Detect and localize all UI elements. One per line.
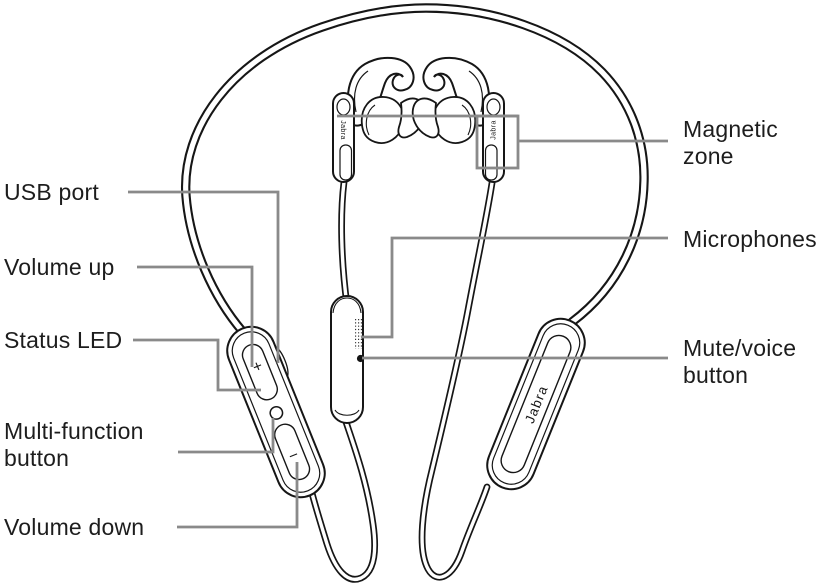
leader-volume-up [137,265,254,367]
label-status-led: Status LED [4,327,123,353]
right-pod: Jabra [486,317,586,491]
label-magnetic-zone: Magnetic zone [683,116,778,169]
right-earbud-brand: Jabra [491,120,498,140]
leader-status-led [133,338,261,392]
label-volume-up: Volume up [4,254,115,280]
volume-down-button [273,423,311,481]
leader-multi-function [178,418,275,454]
earbud-cables [306,178,496,583]
label-multi-function: Multi-function button [4,418,144,471]
left-control-pod: + − [226,325,326,499]
label-microphones: Microphones [683,226,817,252]
mute-pod [330,295,365,424]
left-earbud-brand: Jabra [339,120,346,140]
neckband [181,3,649,337]
label-volume-down: Volume down [4,514,145,540]
multi-function-button [269,405,284,420]
leader-volume-down [177,462,299,529]
right-eargel [432,96,477,144]
leader-microphones [361,236,668,339]
label-usb-port: USB port [4,179,99,205]
leader-usb-port [128,190,280,363]
label-mute-voice-button: Mute/voice button [683,335,797,388]
right-gel-flap [411,97,440,139]
right-earbud [411,56,505,183]
leader-lines [128,114,668,529]
left-earbud: Jabra [332,56,426,183]
left-eargel [360,96,405,144]
